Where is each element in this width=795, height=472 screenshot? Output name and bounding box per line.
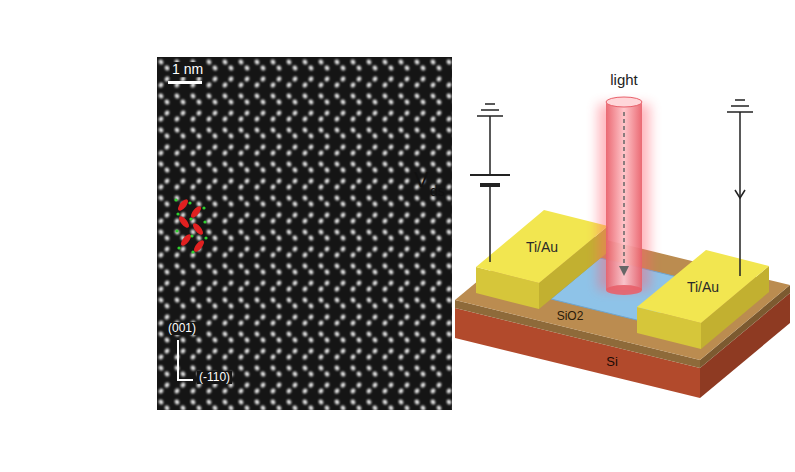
crystal-axes	[177, 340, 193, 381]
electrode-label-box: Ti/Au	[686, 279, 720, 295]
node-text: Ti/Au	[687, 280, 719, 295]
substrate-layer-box: Si	[605, 354, 619, 369]
axis-label: (001)	[166, 322, 198, 335]
electrode-label-box: Ti/Au	[525, 239, 559, 255]
light-label: light	[610, 72, 638, 89]
node-text: SiO2	[557, 310, 584, 323]
voltage-subscript: ds	[430, 184, 445, 199]
structure-overlay	[174, 198, 207, 254]
device-schematic	[455, 97, 790, 398]
right-electrode	[637, 250, 769, 349]
light-beam	[598, 97, 650, 295]
drain-circuit	[727, 100, 753, 276]
left-electrode	[476, 210, 608, 309]
node-text: Ti/Au	[526, 240, 558, 255]
stem-image	[157, 57, 452, 410]
node-text: Si	[606, 355, 618, 369]
scale-label: 1 nm	[170, 62, 205, 77]
source-circuit	[470, 104, 510, 262]
oxide-layer-box: SiO2	[556, 309, 585, 323]
axis-label: (-110)	[197, 371, 232, 384]
scale-bar	[168, 81, 202, 84]
voltage-symbol: V	[414, 168, 429, 192]
